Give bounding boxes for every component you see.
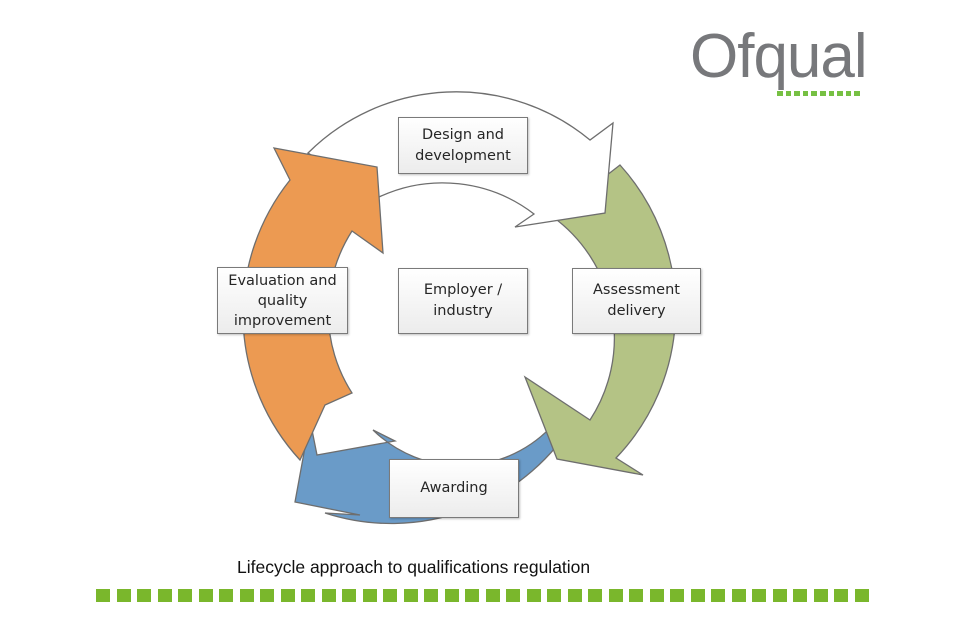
footer-bar-square [321,589,336,602]
center-label-line: industry [433,303,493,319]
stage-box-evaluation-and-quality-improvement: Evaluation and quality improvement [217,267,348,334]
footer-bar-square [690,589,705,602]
footer-bar-square [383,589,397,602]
footer-bar-square [629,589,643,602]
footer-bar-square [711,589,725,602]
footer-bar-square [362,589,377,602]
footer-bar-square [342,589,356,602]
footer-bar-square [280,589,295,602]
footer-bar-square [731,589,746,602]
logo-dot [811,91,817,96]
logo-dot [794,91,800,96]
stage-label-line: quality [257,292,308,309]
footer-bar-square [526,589,541,602]
center-box-employer-industry: Employer / industry [398,268,528,334]
footer-bar-square [96,589,110,602]
footer-bar-square [588,589,602,602]
footer-bar-square [854,589,869,602]
footer-bar-square [485,589,500,602]
logo-dot [854,91,860,96]
footer-bar-square [506,589,520,602]
logo-dot [819,91,826,96]
footer-bar-square [752,589,766,602]
logo-dot [785,91,792,96]
logo-dot [802,91,809,96]
logo-underline-dots [777,91,863,96]
footer-bar-square [670,589,684,602]
footer-bar-square [649,589,664,602]
footer-bar-square [772,589,787,602]
footer-bar-square [116,589,131,602]
stage-label-line: Assessment [593,282,680,298]
footer-bar-square [301,589,315,602]
footer-bar-square [157,589,172,602]
center-label-line: Employer / [423,282,503,298]
footer-bar-square [424,589,438,602]
stage-label-line: Awarding [420,480,488,496]
footer-bar-square [834,589,848,602]
footer-bar-square [137,589,151,602]
footer-bar-square [403,589,418,602]
stage-label-line: Evaluation and [228,272,337,289]
diagram-caption: Lifecycle approach to qualifications reg… [237,557,591,577]
stage-box-awarding: Awarding [389,459,519,518]
logo-dot [828,91,835,96]
ofqual-logo: Ofqual [690,22,868,102]
footer-bar-square [793,589,807,602]
footer-bar-square [219,589,233,602]
footer-dotted-bar [96,589,869,602]
stage-box-design-and-development: Design and development [398,117,528,174]
footer-bar-square [813,589,828,602]
stage-label-line: improvement [233,312,332,329]
footer-bar-square [178,589,192,602]
stage-label-line: Design and [422,126,504,143]
footer-bar-square [260,589,274,602]
logo-text: Ofqual [690,22,868,91]
footer-bar-square [465,589,479,602]
logo-dot [837,91,843,96]
footer-bar-square [608,589,623,602]
stage-label-line: delivery [607,303,666,319]
footer-bar-square [198,589,213,602]
stage-box-assessment-delivery: Assessment delivery [572,268,701,334]
footer-bar-square [547,589,561,602]
stage-label-line: development [415,147,511,164]
logo-dot [845,91,852,96]
footer-bar-square [567,589,582,602]
logo-dot [777,91,783,96]
footer-bar-square [239,589,254,602]
footer-bar-square [444,589,459,602]
